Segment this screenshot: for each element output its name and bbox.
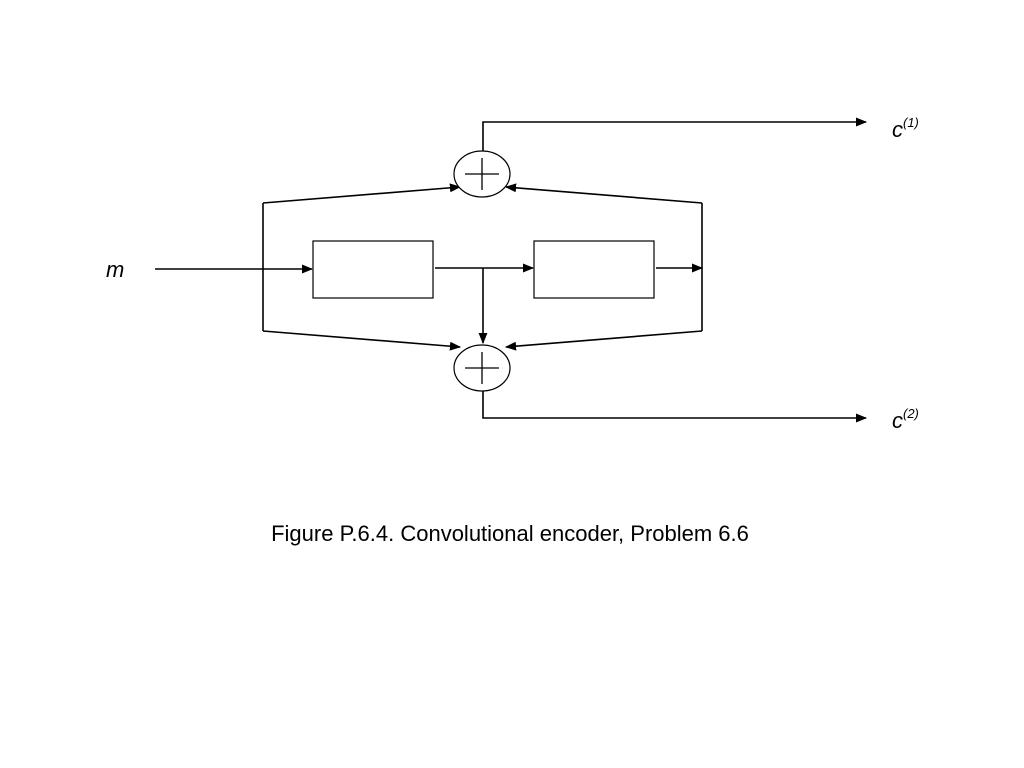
right-tap-to-bottom-adder — [504, 330, 703, 351]
shift-register-2 — [533, 240, 655, 299]
output-2-wire — [482, 391, 868, 423]
input-label: m — [106, 257, 124, 282]
left-tap-to-bottom-adder — [262, 330, 462, 351]
output-1-superscript: (1) — [903, 115, 919, 130]
output-2-base: c — [892, 408, 903, 433]
right-tap-to-top-adder — [504, 183, 703, 204]
left-tap-to-top-adder — [262, 183, 462, 204]
figure-caption: Figure P.6.4. Convolutional encoder, Pro… — [271, 521, 749, 546]
output-2-label: c(2) — [892, 406, 919, 433]
output-2-superscript: (2) — [903, 406, 919, 421]
output-1-base: c — [892, 117, 903, 142]
output-1-label: c(1) — [892, 115, 919, 142]
shift-register-1 — [312, 240, 434, 299]
output-1-wire — [482, 117, 868, 151]
